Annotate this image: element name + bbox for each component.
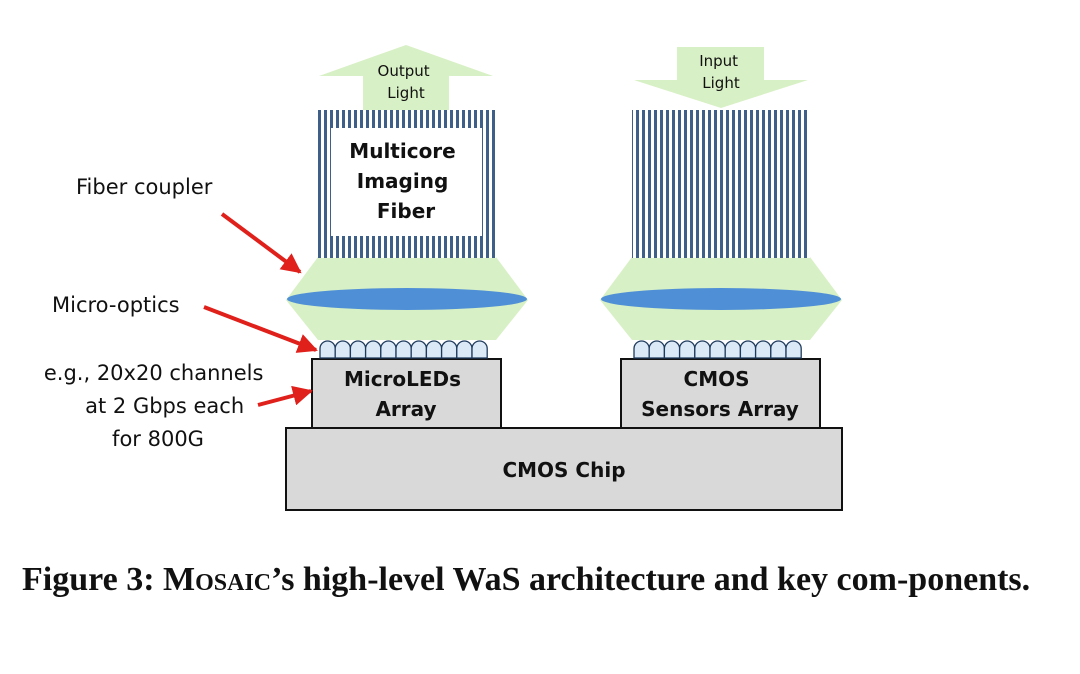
micro-lens-dome [770, 340, 787, 359]
micro-lens-dome [364, 340, 382, 359]
fiber-coupler-pointer-arrow [220, 212, 302, 274]
micro-optics-pointer-arrow [203, 305, 318, 353]
channels-note-line3: for 800G [112, 427, 204, 451]
micro-lens-dome [724, 340, 742, 359]
cmos-chip-label: CMOS Chip [502, 458, 625, 482]
right-micro-optics-lens [601, 288, 841, 310]
micro-lens-dome [785, 340, 802, 359]
channels-pointer-arrow [257, 385, 313, 407]
right-multicore-fiber [632, 110, 810, 258]
micro-lens-dome [663, 340, 681, 359]
micro-lens-dome [456, 340, 473, 359]
caption-text: ’s high-level WaS architecture and key c… [271, 561, 1031, 598]
caption-figure-number: Figure 3: [22, 561, 164, 598]
input-light-line1: Input [699, 52, 738, 70]
fiber-coupler-label: Fiber coupler [76, 175, 213, 199]
micro-lens-dome [349, 340, 367, 359]
micro-lens-dome [440, 340, 458, 359]
micro-lens-dome [395, 340, 412, 359]
svg-text:Output Light: Output Light [378, 62, 435, 102]
micro-lens-dome [648, 340, 666, 359]
architecture-diagram: CMOS Chip MicroLEDs Array CMOS Sensors A… [44, 45, 843, 511]
micro-lens-dome [633, 340, 650, 359]
cmos-sensors-array: CMOS Sensors Array [620, 358, 821, 429]
left-micro-lens-array [319, 340, 488, 359]
left-micro-optics-lens [287, 288, 527, 310]
channels-note-line2: at 2 Gbps each [85, 394, 244, 418]
output-light-arrow: Output Light [319, 45, 493, 110]
svg-text:MicroLEDs Array: MicroLEDs Array [344, 367, 468, 421]
microleds-array: MicroLEDs Array [311, 358, 502, 429]
left-multicore-fiber: Multicore Imaging Fiber [318, 110, 496, 258]
svg-text:Multicore Imaging: Multicore Imaging Fiber [349, 139, 462, 223]
figure-caption: Figure 3: Mosaic’s high-level WaS archit… [22, 556, 1062, 603]
micro-lens-dome [425, 340, 443, 359]
cmos-sensors-label-line2: Sensors Array [641, 397, 799, 421]
micro-optics-label: Micro-optics [52, 293, 180, 317]
fiber-title-line2: Imaging [357, 169, 449, 193]
micro-lens-dome [319, 340, 336, 359]
micro-lens-dome [471, 340, 488, 359]
input-light-line2: Light [702, 74, 740, 92]
svg-text:CMOS Sensors Array: CMOS Sensors Array [641, 367, 799, 421]
micro-lens-dome [678, 340, 696, 359]
micro-lens-dome [334, 340, 352, 359]
channels-note-line1: e.g., 20x20 channels [44, 361, 264, 385]
input-light-arrow: Input Light [634, 47, 808, 108]
micro-lens-dome [380, 340, 397, 359]
micro-lens-dome [754, 340, 772, 359]
cmos-chip: CMOS Chip [285, 427, 843, 511]
output-light-line1: Output [378, 62, 430, 80]
microleds-label-line1: MicroLEDs [344, 367, 461, 391]
microleds-label-line2: Array [375, 397, 436, 421]
micro-lens-dome [694, 340, 711, 359]
output-light-line2: Light [387, 84, 425, 102]
fiber-title-line1: Multicore [349, 139, 455, 163]
micro-lens-dome [739, 340, 757, 359]
svg-text:Input Light: Input Light [699, 52, 743, 92]
right-micro-lens-array [633, 340, 802, 359]
micro-lens-dome [410, 340, 428, 359]
caption-system-name: Mosaic [163, 561, 272, 598]
cmos-sensors-label-line1: CMOS [684, 367, 750, 391]
micro-lens-dome [709, 340, 726, 359]
fiber-title-line3: Fiber [377, 199, 435, 223]
svg-text:e.g., 20x20 channels at 2: e.g., 20x20 channels at 2 Gbps each for … [44, 361, 270, 451]
